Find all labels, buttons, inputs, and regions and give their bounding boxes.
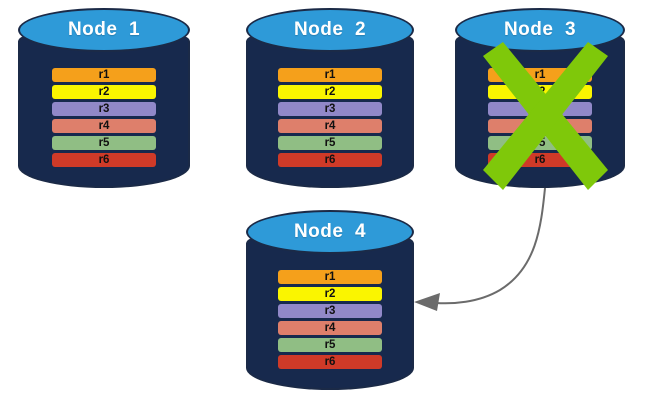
node-4[interactable]: Node 4 r1 r2 r3 r4 r5 r6 [246,210,414,390]
node-4-row-r2[interactable]: r2 [278,287,382,301]
node-4-cylinder-top [246,210,414,254]
node-4-title: Node 4 [293,221,367,242]
node-2-title: Node 2 [293,19,367,40]
node-2-row-r1[interactable]: r1 [278,68,382,82]
node-4-row-r4[interactable]: r4 [278,321,382,335]
node-1-row-r4[interactable]: r4 [52,119,156,133]
node-3-row-r2[interactable]: r2 [488,85,592,99]
node-3-row-r6[interactable]: r6 [488,153,592,167]
node-1-title: Node 1 [67,19,141,40]
node-3-title: Node 3 [503,19,577,40]
node-3-row-r3[interactable]: r3 [488,102,592,116]
node-1-row-r2[interactable]: r2 [52,85,156,99]
node-3-row-r5[interactable]: r5 [488,136,592,150]
node-2-row-r5[interactable]: r5 [278,136,382,150]
node-3[interactable]: Node 3 r1 r2 r3 r4 r5 r6 [455,8,625,188]
node-4-row-r6[interactable]: r6 [278,355,382,369]
node-4-row-r3[interactable]: r3 [278,304,382,318]
node-1[interactable]: Node 1 r1 r2 r3 r4 r5 r6 [18,8,190,188]
node-2-cylinder-top [246,8,414,52]
node-1-row-r6[interactable]: r6 [52,153,156,167]
node-1-row-r1[interactable]: r1 [52,68,156,82]
node-2-row-r4[interactable]: r4 [278,119,382,133]
node-1-row-r5[interactable]: r5 [52,136,156,150]
node-1-row-r3[interactable]: r3 [52,102,156,116]
arrowhead-icon [414,293,440,311]
node-3-row-r4[interactable]: r4 [488,119,592,133]
node-1-cylinder-top [18,8,190,52]
node-2-row-r3[interactable]: r3 [278,102,382,116]
node-4-row-r1[interactable]: r1 [278,270,382,284]
node-2-row-r6[interactable]: r6 [278,153,382,167]
node-3-row-r1[interactable]: r1 [488,68,592,82]
node-2-row-r2[interactable]: r2 [278,85,382,99]
node-2[interactable]: Node 2 r1 r2 r3 r4 r5 r6 [246,8,414,188]
node-4-row-r5[interactable]: r5 [278,338,382,352]
